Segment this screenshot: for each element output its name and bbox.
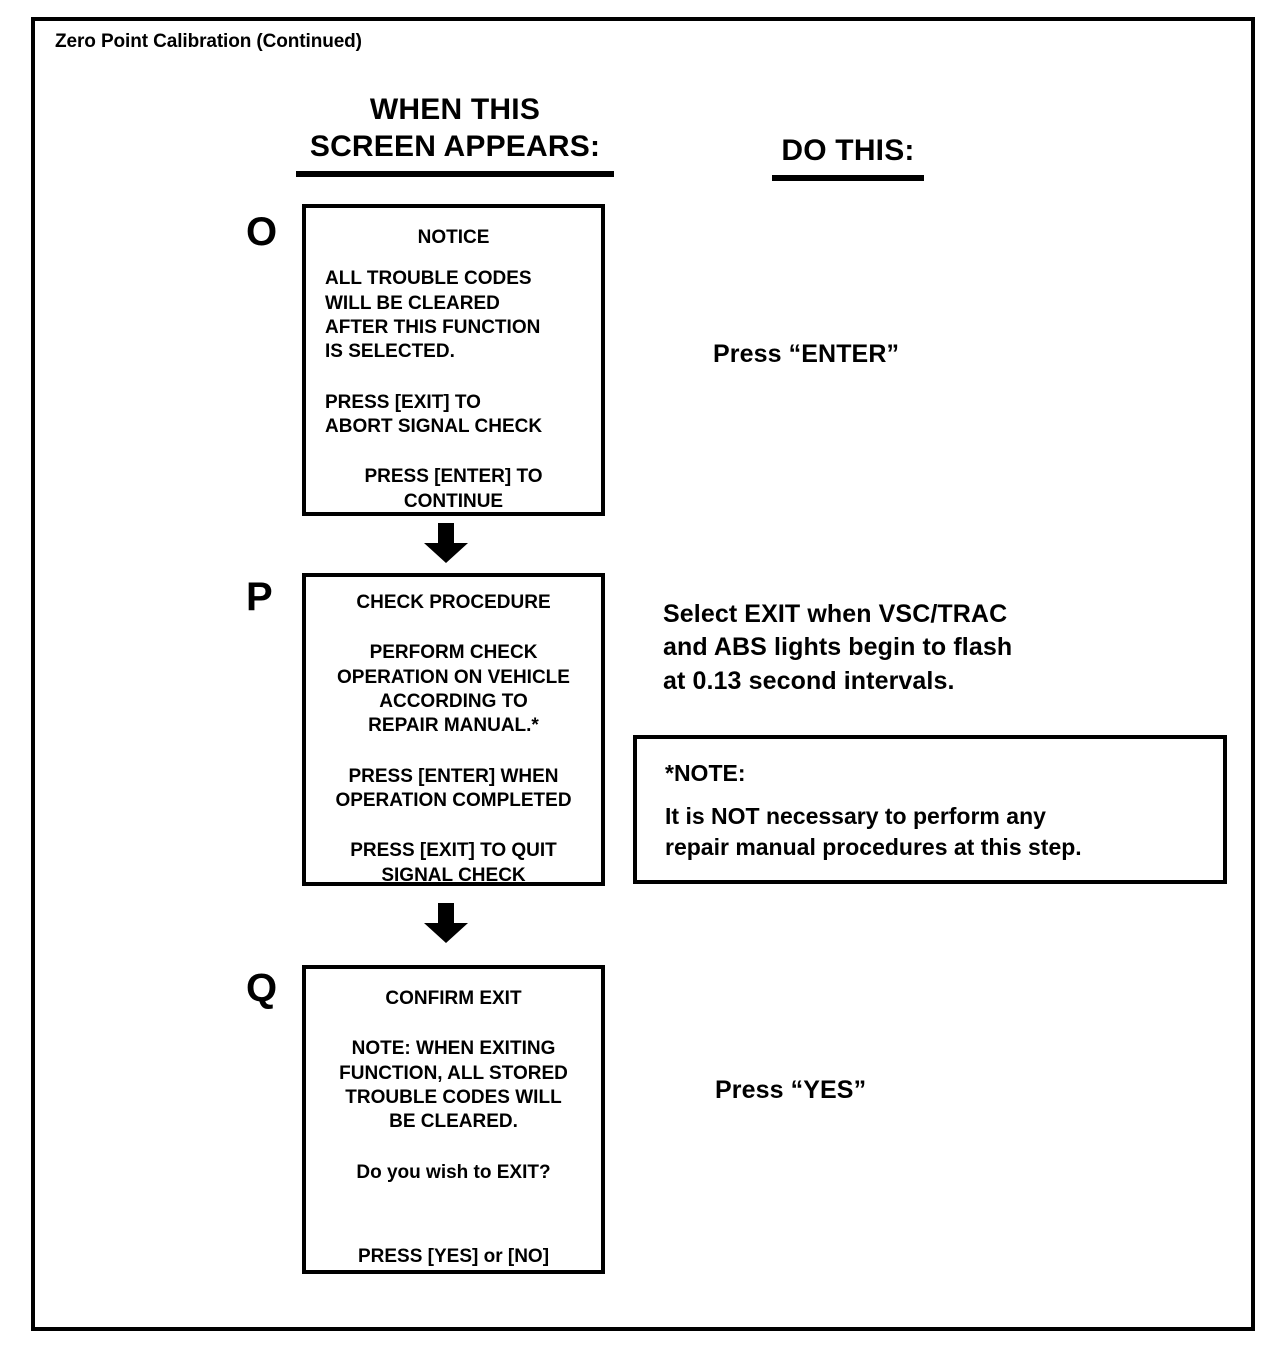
- column-heading-when-this-screen-appears: WHEN THIS SCREEN APPEARS:: [255, 92, 655, 177]
- heading-underline: [772, 174, 924, 181]
- arrow-down-icon: [424, 903, 468, 943]
- screen-keys-hint: PRESS [YES] or [NO]: [357, 1245, 550, 1267]
- screen-title-check-procedure: CHECK PROCEDURE: [356, 592, 551, 613]
- step-letter-p: P: [246, 575, 273, 619]
- screen-exit-question: Do you wish to EXIT?: [356, 1161, 551, 1183]
- heading-text: DO THIS:: [781, 134, 915, 167]
- step-letter-q: Q: [246, 966, 278, 1010]
- screen-body-check-procedure: PERFORM CHECK OPERATION ON VEHICLE ACCOR…: [337, 642, 570, 737]
- instruction-select-exit: Select EXIT when VSC/TRAC and ABS lights…: [663, 600, 1013, 695]
- step-letter-o: O: [246, 210, 278, 254]
- screen-exit-hint: PRESS [EXIT] TO QUIT SIGNAL CHECK: [350, 840, 557, 886]
- note-callout-box: *NOTE: It is NOT necessary to perform an…: [633, 735, 1227, 884]
- instruction-press-enter: Press “ENTER”: [713, 340, 900, 368]
- screen-enter-hint: PRESS [ENTER] WHEN OPERATION COMPLETED: [335, 765, 572, 811]
- screen-abort-hint: PRESS [EXIT] TO ABORT SIGNAL CHECK: [325, 391, 543, 437]
- screen-body-confirm-exit: NOTE: WHEN EXITING FUNCTION, ALL STORED …: [339, 1038, 568, 1133]
- note-body: It is NOT necessary to perform any repai…: [665, 803, 1082, 861]
- screen-body-notice: ALL TROUBLE CODES WILL BE CLEARED AFTER …: [325, 268, 541, 363]
- screen-continue-hint: PRESS [ENTER] TO CONTINUE: [364, 466, 543, 512]
- page-title: Zero Point Calibration (Continued): [55, 31, 362, 52]
- screen-box-check-procedure: CHECK PROCEDURE PERFORM CHECK OPERATION …: [302, 573, 605, 886]
- heading-underline: [296, 170, 614, 177]
- screen-box-confirm-exit: CONFIRM EXIT NOTE: WHEN EXITING FUNCTION…: [302, 965, 605, 1274]
- arrow-down-icon: [424, 523, 468, 563]
- page-border: [31, 17, 1255, 1331]
- instruction-press-yes: Press “YES”: [715, 1076, 867, 1104]
- screen-title-notice: NOTICE: [417, 227, 490, 248]
- note-title: *NOTE:: [665, 760, 746, 786]
- column-heading-do-this: DO THIS:: [648, 133, 1048, 181]
- screen-title-confirm-exit: CONFIRM EXIT: [385, 988, 522, 1009]
- screen-box-notice: NOTICE ALL TROUBLE CODES WILL BE CLEARED…: [302, 204, 605, 516]
- heading-line-2: SCREEN APPEARS:: [309, 129, 601, 163]
- heading-line-1: WHEN THIS: [369, 93, 541, 126]
